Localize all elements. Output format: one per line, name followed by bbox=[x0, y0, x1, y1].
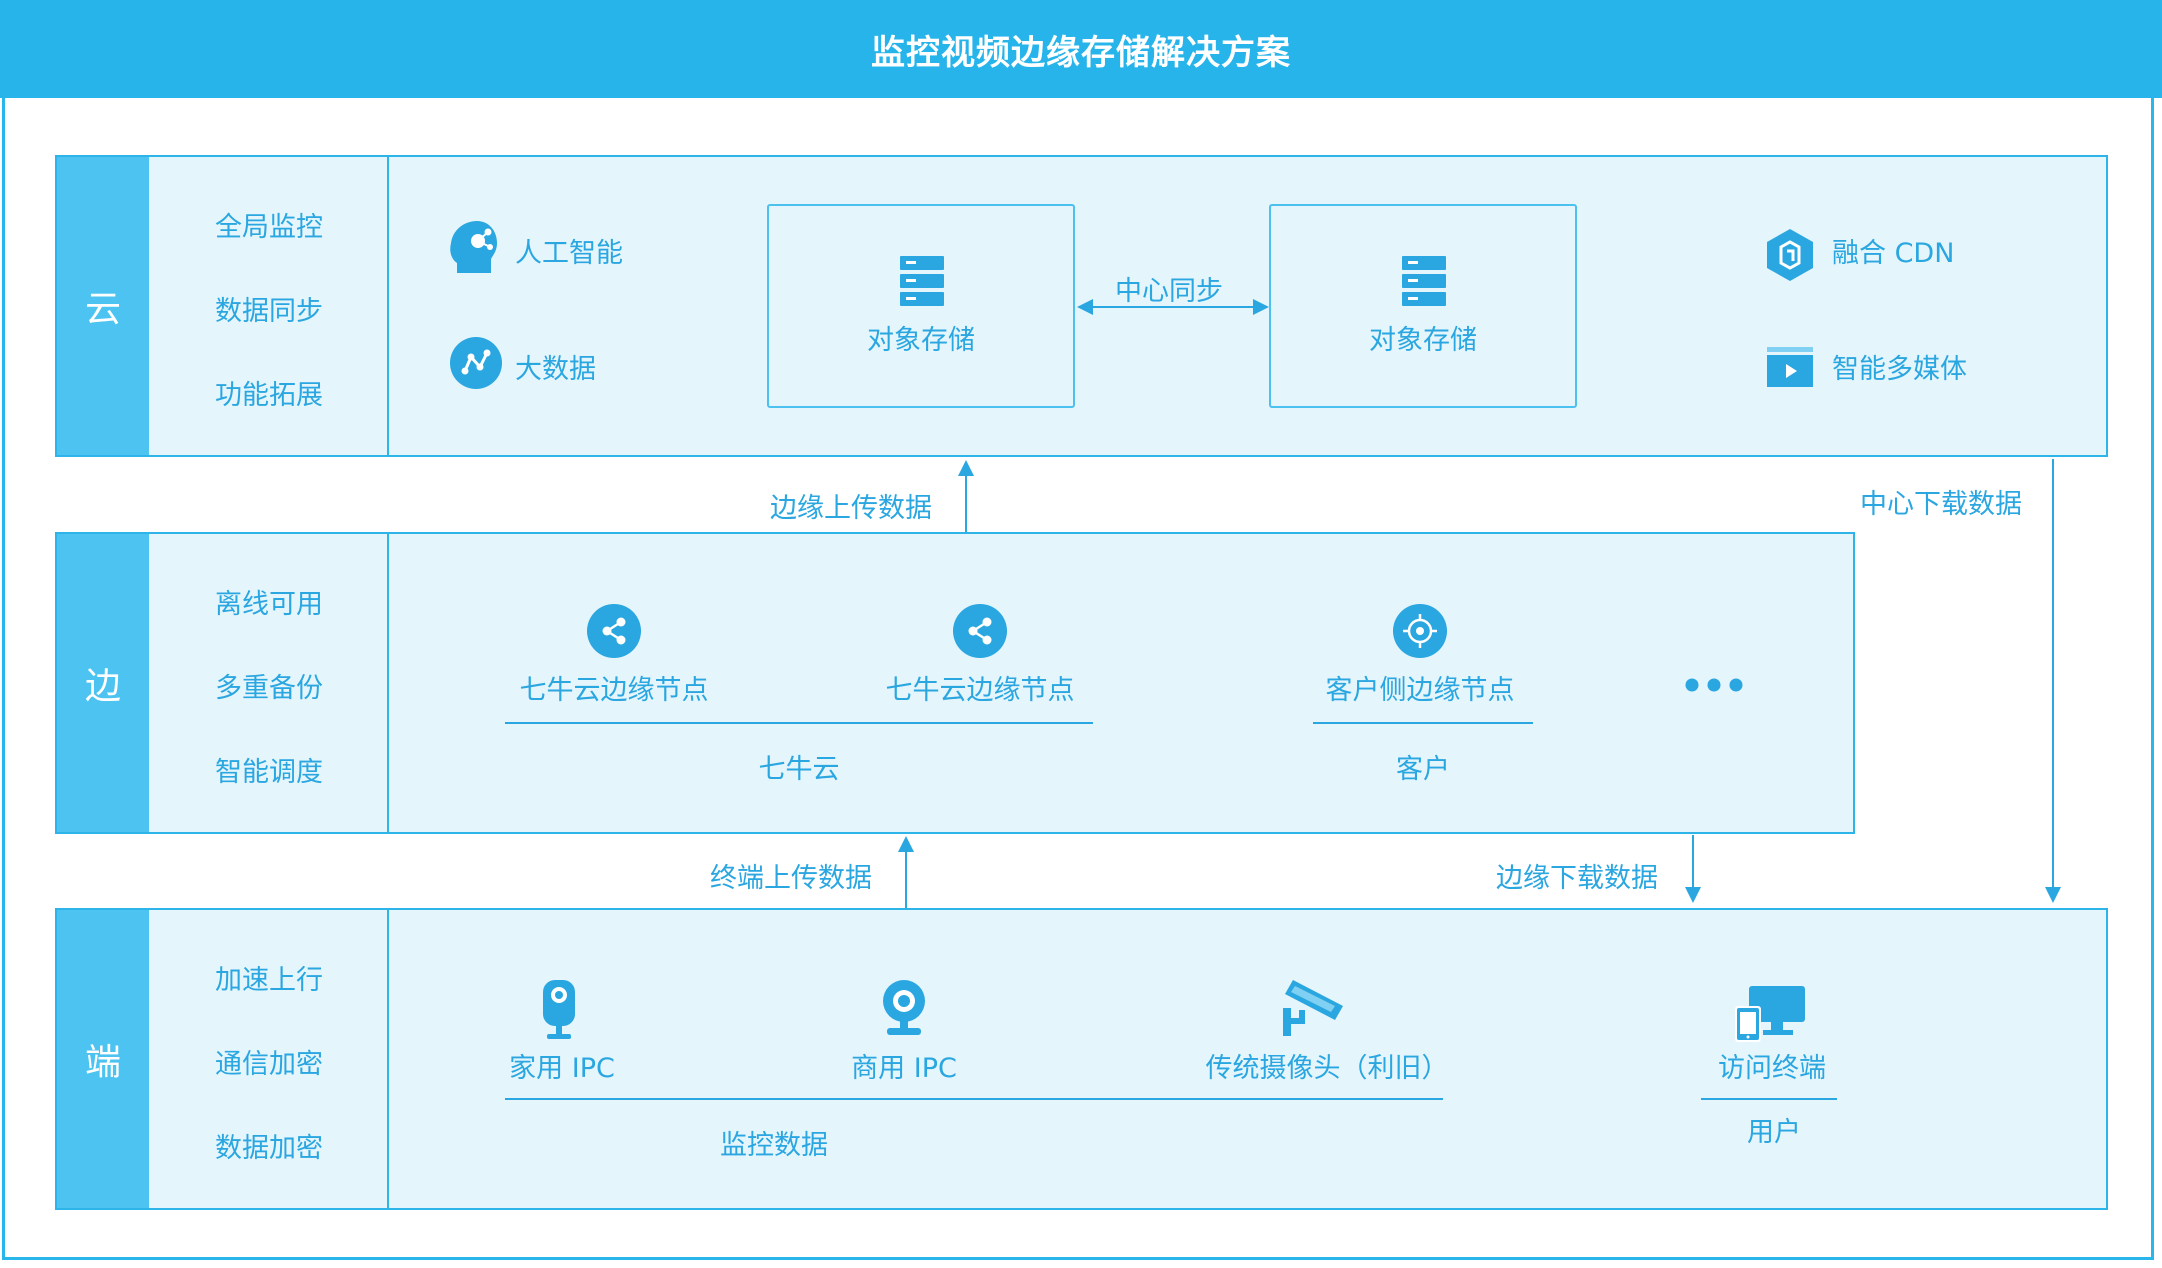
edge-feature-2: 多重备份 bbox=[215, 673, 323, 704]
share-node-icon bbox=[953, 604, 1007, 658]
group-divider bbox=[1701, 1098, 1837, 1100]
edge-group-1-label: 七牛云 bbox=[758, 754, 840, 785]
bigdata-label: 大数据 bbox=[515, 354, 596, 385]
terminal-feature-3: 数据加密 bbox=[215, 1133, 323, 1164]
terminal-group-2-label: 用户 bbox=[1747, 1117, 1801, 1148]
cloud-feature-3: 功能拓展 bbox=[215, 380, 323, 411]
business-ipc-label: 商用 IPC bbox=[851, 1053, 957, 1084]
media-player-icon bbox=[1767, 347, 1813, 387]
terminal-feature-1: 加速上行 bbox=[215, 965, 323, 996]
edge-tier: 边 离线可用 多重备份 智能调度 七牛云边缘节点 七牛云边缘节点 客户侧边缘节点 bbox=[55, 532, 1855, 834]
cloud-feature-1: 全局监控 bbox=[215, 212, 323, 243]
center-sync-label: 中心同步 bbox=[1115, 276, 1223, 307]
cloud-feature-2: 数据同步 bbox=[215, 296, 323, 327]
object-storage-right: 对象存储 bbox=[1269, 204, 1577, 408]
group-divider bbox=[505, 722, 1093, 724]
edge-node-1-label: 七牛云边缘节点 bbox=[519, 675, 709, 706]
edge-feature-1: 离线可用 bbox=[215, 589, 323, 620]
cdn-label: 融合 CDN bbox=[1832, 238, 1955, 269]
edge-group-2-label: 客户 bbox=[1396, 754, 1450, 785]
object-storage-left-label: 对象存储 bbox=[867, 325, 975, 356]
object-storage-right-label: 对象存储 bbox=[1369, 325, 1477, 356]
terminal-feature-2: 通信加密 bbox=[215, 1049, 323, 1080]
edge-tier-label: 边 bbox=[57, 534, 149, 832]
cloud-features: 全局监控 数据同步 功能拓展 bbox=[149, 157, 389, 455]
target-node-icon bbox=[1393, 604, 1447, 658]
terminal-features: 加速上行 通信加密 数据加密 bbox=[149, 910, 389, 1208]
access-terminal-label: 访问终端 bbox=[1718, 1053, 1826, 1084]
bigdata-icon bbox=[450, 337, 502, 389]
double-arrow-icon bbox=[1077, 299, 1269, 315]
webcam-icon bbox=[883, 980, 925, 1035]
group-divider bbox=[1313, 722, 1533, 724]
home-camera-icon bbox=[543, 980, 575, 1039]
cdn-icon bbox=[1767, 229, 1813, 281]
cloud-tier-label: 云 bbox=[57, 157, 149, 455]
edge-download-label: 边缘下载数据 bbox=[1496, 863, 1658, 894]
edge-download-arrow bbox=[1685, 835, 1701, 903]
server-icon bbox=[900, 256, 944, 306]
cloud-tier: 云 全局监控 数据同步 功能拓展 人工智能 大数据 对象存储 bbox=[55, 155, 2108, 457]
edge-node-3-label: 客户侧边缘节点 bbox=[1325, 675, 1515, 706]
center-download-label: 中心下载数据 bbox=[1860, 489, 2022, 520]
terminal-tier: 端 加速上行 通信加密 数据加密 家用 IPC 商用 IPC 传统摄像头（利旧） bbox=[55, 908, 2108, 1210]
devices-icon bbox=[1735, 986, 1805, 1042]
page-title: 监控视频边缘存储解决方案 bbox=[0, 0, 2162, 98]
edge-node-2-label: 七牛云边缘节点 bbox=[885, 675, 1075, 706]
server-icon bbox=[1402, 256, 1446, 306]
home-ipc-label: 家用 IPC bbox=[509, 1053, 615, 1084]
legacy-camera-label: 传统摄像头（利旧） bbox=[1205, 1053, 1449, 1084]
center-download-arrow bbox=[2045, 459, 2061, 903]
more-ellipsis-icon bbox=[1685, 678, 1743, 692]
terminal-tier-label: 端 bbox=[57, 910, 149, 1208]
cctv-camera-icon bbox=[1283, 980, 1343, 1036]
edge-upload-arrow bbox=[958, 460, 974, 532]
media-label: 智能多媒体 bbox=[1832, 354, 1967, 385]
ai-label: 人工智能 bbox=[515, 238, 623, 269]
share-node-icon bbox=[587, 604, 641, 658]
edge-feature-3: 智能调度 bbox=[215, 757, 323, 788]
terminal-upload-label: 终端上传数据 bbox=[710, 863, 872, 894]
group-divider bbox=[505, 1098, 1443, 1100]
object-storage-left: 对象存储 bbox=[767, 204, 1075, 408]
terminal-group-1-label: 监控数据 bbox=[720, 1130, 828, 1161]
terminal-upload-arrow bbox=[898, 836, 914, 908]
edge-features: 离线可用 多重备份 智能调度 bbox=[149, 534, 389, 832]
ai-head-icon bbox=[450, 221, 497, 273]
edge-upload-label: 边缘上传数据 bbox=[770, 493, 932, 524]
